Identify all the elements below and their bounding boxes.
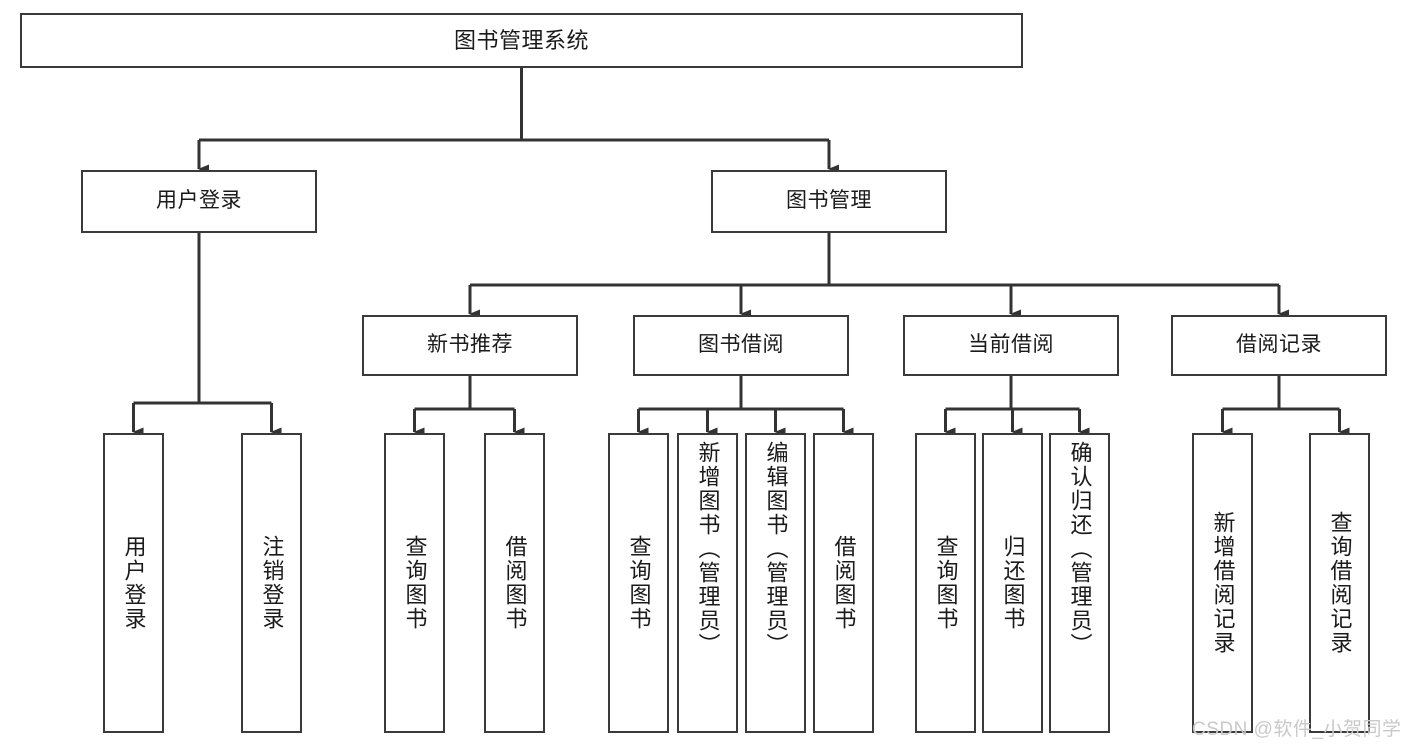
node-leaf-user-logout[interactable]: 注销登录: [241, 433, 302, 733]
node-leaf-query-book-current[interactable]: 查询图书: [915, 433, 976, 733]
node-label-leaf-query-borrow-record: 查询借阅记录: [1327, 511, 1353, 655]
node-leaf-edit-book-admin[interactable]: 编辑图书（管理员）: [745, 433, 806, 733]
node-book-borrow[interactable]: 图书借阅: [633, 315, 849, 376]
node-label-leaf-borrow-book-borrow: 借阅图书: [831, 535, 857, 631]
node-leaf-query-book-recommend[interactable]: 查询图书: [384, 433, 445, 733]
node-leaf-add-book-admin[interactable]: 新增图书（管理员）: [677, 433, 738, 733]
node-label-leaf-query-book-current: 查询图书: [933, 535, 959, 631]
node-label-leaf-add-book-admin: 新增图书（管理员）: [695, 441, 721, 657]
node-book-manage[interactable]: 图书管理: [711, 170, 947, 233]
node-label-leaf-confirm-return-admin: 确认归还（管理员）: [1067, 441, 1093, 657]
node-label-leaf-user-logout: 注销登录: [259, 535, 285, 631]
node-label-leaf-add-borrow-record: 新增借阅记录: [1210, 511, 1236, 655]
node-root[interactable]: 图书管理系统: [20, 13, 1023, 68]
node-leaf-add-borrow-record[interactable]: 新增借阅记录: [1192, 433, 1253, 733]
node-label-borrow-record: 借阅记录: [1236, 333, 1322, 357]
node-leaf-return-book[interactable]: 归还图书: [982, 433, 1043, 733]
node-leaf-borrow-book-borrow[interactable]: 借阅图书: [813, 433, 874, 733]
node-label-book-manage: 图书管理: [786, 189, 872, 213]
node-label-user-login: 用户登录: [156, 189, 242, 213]
node-label-root: 图书管理系统: [453, 27, 589, 53]
node-borrow-record[interactable]: 借阅记录: [1171, 315, 1387, 376]
node-label-leaf-return-book: 归还图书: [1000, 535, 1026, 631]
node-label-leaf-borrow-book-recommend: 借阅图书: [502, 535, 528, 631]
node-label-leaf-query-book-borrow: 查询图书: [626, 535, 652, 631]
node-leaf-user-login[interactable]: 用户登录: [103, 433, 164, 733]
node-leaf-borrow-book-recommend[interactable]: 借阅图书: [484, 433, 545, 733]
node-label-current-borrow: 当前借阅: [968, 333, 1054, 357]
edge-group: [132, 68, 1350, 437]
node-leaf-query-book-borrow[interactable]: 查询图书: [608, 433, 669, 733]
node-leaf-confirm-return-admin[interactable]: 确认归还（管理员）: [1049, 433, 1110, 733]
node-leaf-query-borrow-record[interactable]: 查询借阅记录: [1309, 433, 1370, 733]
node-label-leaf-user-login: 用户登录: [121, 535, 147, 631]
node-current-borrow[interactable]: 当前借阅: [903, 315, 1119, 376]
node-label-new-book-recommend: 新书推荐: [427, 333, 513, 357]
node-user-login[interactable]: 用户登录: [81, 170, 317, 233]
node-label-book-borrow: 图书借阅: [698, 333, 784, 357]
node-label-leaf-edit-book-admin: 编辑图书（管理员）: [763, 441, 789, 657]
node-new-book-recommend[interactable]: 新书推荐: [362, 315, 578, 376]
node-label-leaf-query-book-recommend: 查询图书: [402, 535, 428, 631]
